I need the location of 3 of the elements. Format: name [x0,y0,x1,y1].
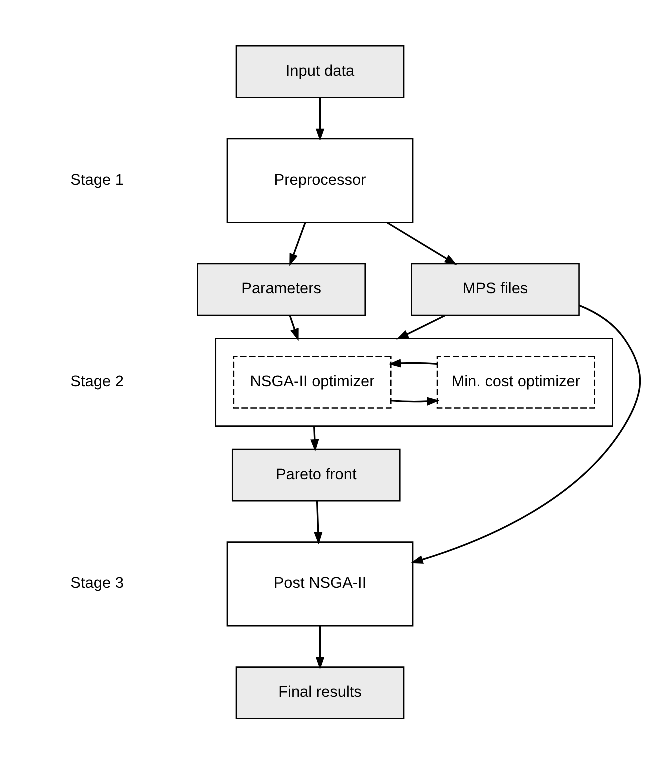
label: Stage 2 [70,372,124,390]
label: Stage 3 [70,574,124,592]
label: Stage 1 [70,171,124,188]
